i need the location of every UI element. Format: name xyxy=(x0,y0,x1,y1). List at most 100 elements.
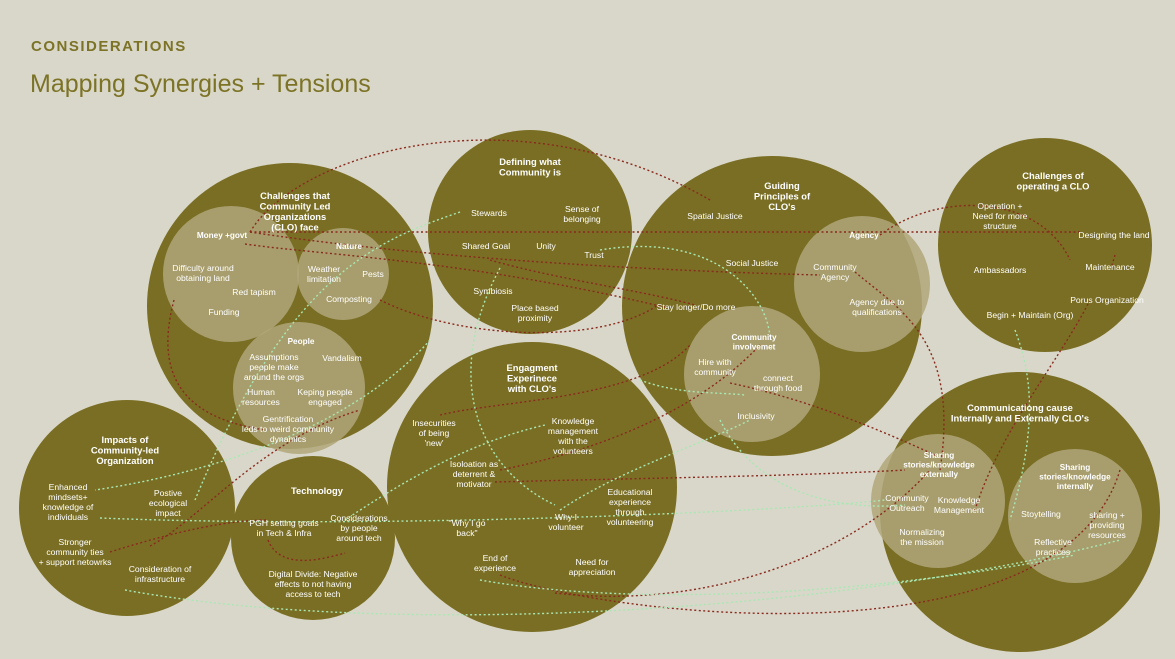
node-label: Composting xyxy=(326,294,372,304)
node-label: Porus Organization xyxy=(1070,295,1144,305)
node-label: Shared Goal xyxy=(462,241,510,251)
tension-line xyxy=(149,409,361,547)
tension-line xyxy=(267,539,346,562)
circle-operating xyxy=(938,138,1152,352)
node-label: Unity xyxy=(536,241,556,251)
tension-line xyxy=(439,344,691,416)
node-label: Vandalism xyxy=(322,353,362,363)
node-label: Maintenance xyxy=(1085,262,1134,272)
node-label: Symbiosis xyxy=(473,286,512,296)
tension-lines xyxy=(109,139,1121,615)
node-label: Trust xyxy=(584,250,604,260)
tension-line xyxy=(879,204,1071,261)
synergy-line xyxy=(124,539,1121,616)
synergy-line xyxy=(639,379,746,396)
tension-line xyxy=(1111,254,1116,266)
node-label: Funding xyxy=(208,307,239,317)
subcircle-nature xyxy=(297,228,389,320)
subcircle-involvement xyxy=(684,306,820,442)
tension-line xyxy=(499,344,761,471)
synergy-line xyxy=(719,419,906,507)
synergy-lines xyxy=(94,211,1121,616)
tension-line xyxy=(554,469,931,597)
subcircle-people xyxy=(233,322,365,454)
node-label: Designing the land xyxy=(1078,230,1149,240)
tension-line xyxy=(729,382,936,456)
tension-line xyxy=(249,139,711,233)
node-label: Social Justice xyxy=(726,258,779,268)
synergy-line xyxy=(94,339,431,491)
tension-line xyxy=(499,469,1121,615)
node-label: Ambassadors xyxy=(974,265,1027,275)
tension-line xyxy=(167,299,266,431)
subcircle-title: Money +govt xyxy=(197,231,248,240)
node-label: Stay longer/Do more xyxy=(657,302,736,312)
synergy-line xyxy=(194,211,461,501)
tension-line xyxy=(494,469,906,483)
tension-line xyxy=(249,231,821,276)
subcircle-title: Agency xyxy=(849,231,879,240)
tension-line xyxy=(379,299,659,334)
subcircle-external xyxy=(871,434,1005,568)
circle-engagement xyxy=(387,342,677,632)
node-label: Begin + Maintain (Org) xyxy=(987,310,1074,320)
node-label: Inclusivity xyxy=(737,411,775,421)
subcircle-title: Nature xyxy=(336,242,362,251)
subcircle-money xyxy=(163,206,299,342)
node-label: Pests xyxy=(362,269,384,279)
node-label: Red tapism xyxy=(232,287,275,297)
synergy-line xyxy=(599,245,771,341)
tension-line xyxy=(974,299,1091,511)
subcircle-title: People xyxy=(288,337,315,346)
section-kicker: CONSIDERATIONS xyxy=(31,38,187,55)
node-label: Spatial Justice xyxy=(687,211,743,221)
sub-circles xyxy=(163,206,1142,583)
node-label: Stoytelling xyxy=(1021,509,1061,519)
circle-title: Technology xyxy=(291,485,344,496)
synergy-line xyxy=(1009,329,1031,521)
circle-technology xyxy=(231,456,395,620)
page-title: Mapping Synergies + Tensions xyxy=(30,70,371,98)
tension-line xyxy=(854,271,945,471)
synergy-line xyxy=(470,267,556,506)
